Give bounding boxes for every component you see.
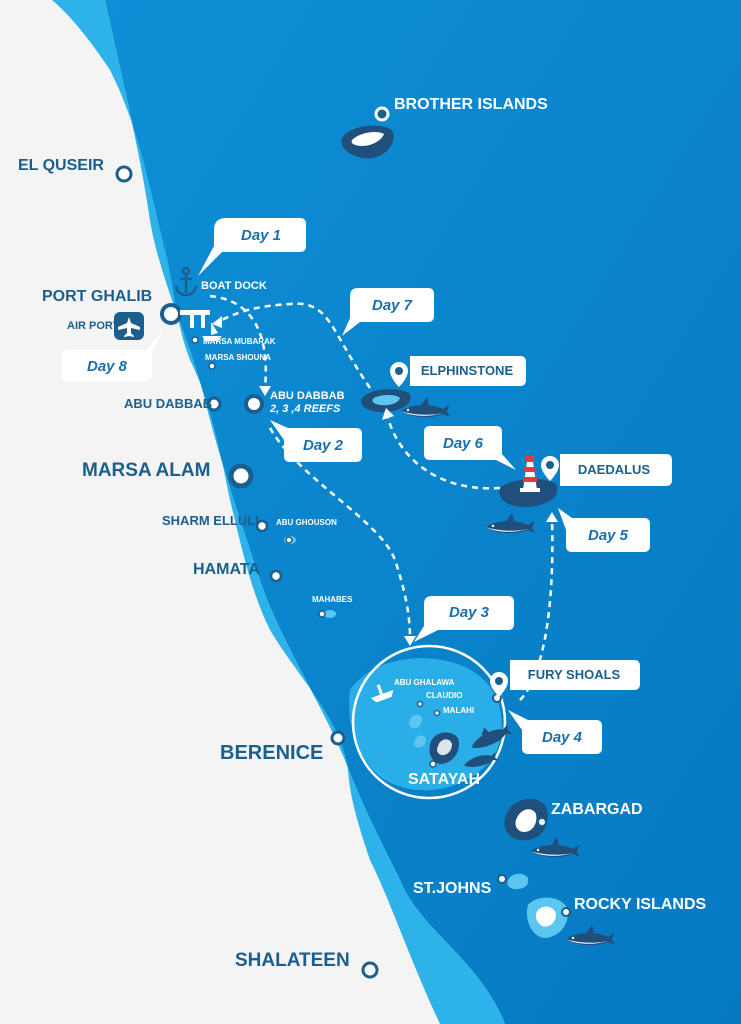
satayah-reef-3 [413,735,426,748]
label-brother-islands: BROTHER ISLANDS [394,96,548,113]
dolphin-icon [471,724,513,748]
label-el-quseir: EL QUSEIR [18,157,104,174]
label-abu-ghouson: ABU GHOUSON [276,518,337,527]
label-fury-shoals: FURY SHOALS [527,667,621,682]
brother-islands-reef [351,132,384,146]
day1-bubble [198,218,306,276]
airplane-icon [114,312,144,340]
label-air-port: AIR PORT [67,320,120,332]
route-fury-to-daedalus [519,519,554,701]
route-arrowheads [212,316,558,646]
label-boat-dock: BOAT DOCK [201,280,267,292]
elphinstone-tag [410,356,526,386]
day7-bubble [342,288,434,336]
zabargad-inner [515,809,537,832]
callout-day8: Day 8 [86,358,128,375]
label-daedalus: DAEDALUS [577,462,651,477]
lighthouse-icon [520,456,540,492]
boat-icon [202,322,222,341]
label-marsa-mubarak: MARSA MUBARAK [203,337,276,346]
label-malahi: MALAHI [443,706,475,715]
anchor-icon [174,266,198,297]
label-berenice: BERENICE [220,742,324,764]
day6-bubble [424,426,516,470]
satayah-island-inner [437,739,452,756]
label-rocky-islands: ROCKY ISLANDS [574,896,707,913]
mahabes-reef [324,610,336,618]
label-satayah: SATAYAH [408,771,481,788]
label-abu-ghalawa: ABU GHALAWA [394,678,455,687]
route-daedalus-to-elphinstone [386,417,501,490]
st-johns-reef [507,873,529,890]
elphinstone-reef-inner [372,395,400,406]
day5-bubble [558,508,650,552]
coastal-shallows [52,0,505,1024]
daedalus-reef [499,479,558,508]
red-sea-deep [105,0,741,1024]
label-abu-dabbab-reefs: 2, 3 ,4 REEFS [270,403,341,415]
rocky-islands-inner [535,906,556,927]
satayah-reef-2 [408,714,422,729]
label-shalateen: SHALATEEN [235,950,350,971]
label-abu-dabbab-reef: ABU DABBAB [270,390,345,402]
label-port-ghalib: PORT GHALIB [42,288,153,305]
callout-day6: Day 6 [442,435,484,452]
label-mahabes: MAHABES [312,595,353,604]
day2-bubble [270,420,362,462]
label-claudio: CLAUDIO [426,691,463,700]
wreck-icon [370,684,394,703]
label-st-johns: ST.JOHNS [413,880,492,897]
callout-day2: Day 2 [302,437,344,454]
day4-bubble [508,710,602,754]
route-lines [209,294,554,701]
callout-day4: Day 4 [541,729,583,746]
route-elphinstone-to-port [217,302,372,389]
label-zabargad: ZABARGAD [551,801,643,818]
callout-day5: Day 5 [587,527,629,544]
label-sharm-elluli: SHARM ELLULI [162,513,259,528]
label-marsa-shouna: MARSA SHOUNA [205,353,271,362]
boat-dock-structure [180,310,210,328]
callout-day3: Day 3 [448,604,490,621]
label-hamata: HAMATA [193,561,260,578]
callout-day7: Day 7 [371,297,413,314]
day3-bubble [414,596,514,642]
route-abudabbab-to-satayah [268,427,412,639]
route-day1-to-abudabbab [209,294,267,389]
fury-shoals-tag [510,660,640,690]
dolphin-icon [464,752,499,767]
callout-day1: Day 1 [240,227,282,244]
day8-bubble [62,330,164,382]
satayah-shallows [349,658,502,791]
label-elphinstone: ELPHINSTONE [420,363,514,378]
daedalus-tag [560,454,672,486]
day-callouts [62,218,672,754]
label-marsa-alam: MARSA ALAM [82,460,211,481]
satayah-circle [351,644,507,800]
label-abu-dabbab: ABU DABBAB [124,396,213,411]
